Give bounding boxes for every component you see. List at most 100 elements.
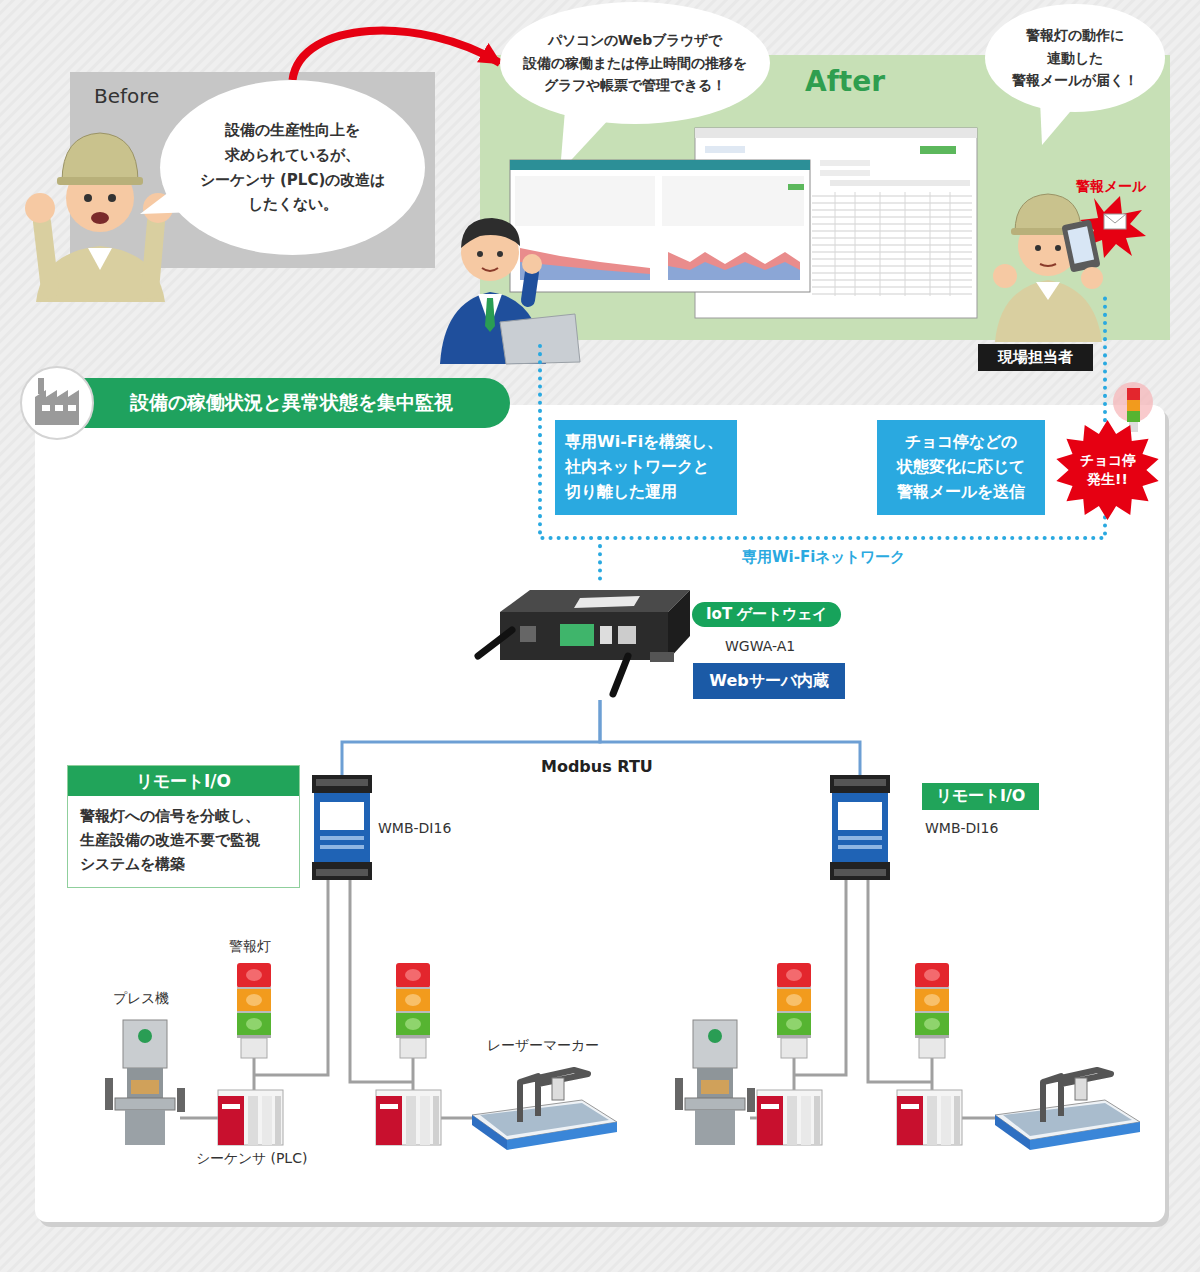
site-worker [1104,214,1126,229]
illustration [777,963,811,1058]
speech-bubble: 設備の生産性向上を 求められているが、 シーケンサ (PLC)の改造は したくな… [160,80,425,255]
bus-label: Modbus RTU [541,757,653,776]
part-label: シーケンサ (PLC) [196,1150,307,1168]
worried-worker [57,177,143,185]
gateway-device [600,626,612,644]
illustration [376,1090,441,1145]
illustration [218,1090,283,1145]
illustration [757,1090,822,1145]
panel-alarm-lamp [1113,382,1153,422]
alert-label: 警報メール [1076,178,1146,196]
signal-wire [750,1117,757,1120]
gateway-device [613,656,628,694]
illustration [237,963,271,1058]
info-box: チョコ停などの 状態変化に応じて 警報メールを送信 [877,420,1045,515]
illustration [312,775,372,880]
web-screen-table [705,146,745,153]
web-screen-chart [668,262,800,280]
heading-band [35,390,79,425]
panel-title: After [805,65,885,98]
gateway-device [574,596,640,608]
office-worker [500,314,580,364]
wifi-link [540,292,1105,584]
signal-wire [931,1058,934,1090]
model-number: WMB-DI16 [925,820,998,836]
illustration [995,1070,1140,1150]
illustration [675,1020,755,1145]
web-screen-chart [520,248,650,280]
speech-bubble: 警報灯の動作に 連動した 警報メールが届く！ [985,4,1165,112]
bubble-text: パソコンのWebブラウザで 設備の稼働または停止時間の推移を グラフや帳票で管理… [519,29,751,96]
site-worker [1104,214,1126,223]
gateway-device [500,590,690,612]
illustration [915,963,949,1058]
monitoring-panel-fill [35,405,1165,1222]
panel-alarm-lamp [1127,411,1140,422]
flow-arrow [293,31,501,80]
alert-burst: チョコ停 発生!! [1055,420,1160,520]
office-worker [461,218,520,248]
feature-tag: Webサーバ内蔵 [693,663,845,699]
office-worker [440,218,580,364]
iot-gateway: IoT ゲートウェイWGWA-A1Webサーバ内蔵 [480,575,720,700]
web-screen-chart [510,160,810,170]
part-label: レーザーマーカー [487,1037,599,1055]
device-type: IoT ゲートウェイ [692,602,841,627]
note-heading: リモートI/O [68,766,299,796]
office-worker [485,298,495,332]
heading-band [21,367,510,439]
part-label: プレス機 [113,990,169,1008]
panel-alarm-lamp [1113,382,1153,432]
office-worker [522,254,542,274]
device-type: リモートI/O [922,783,1039,810]
worried-worker [91,212,109,224]
site-worker [1067,226,1094,263]
panel-alarm-lamp [1127,400,1140,411]
section-heading: 設備の稼働状況と異常状態を集中監視 [130,375,453,430]
site-worker [995,280,1102,342]
illustration [897,1090,962,1145]
gateway-device [668,590,690,660]
office-worker [477,251,483,257]
signal-wire [180,880,1010,1118]
gateway-device [650,652,674,662]
network-label: 専用Wi-Fiネットワーク [742,548,905,567]
worried-worker [25,193,55,223]
burst-shape [1056,420,1158,520]
web-screen-table [830,180,970,186]
alert-text: チョコ停 発生!! [1076,451,1140,489]
site-worker [993,194,1146,342]
model-number: WGWA-A1 [725,638,795,654]
illustration [105,1020,185,1145]
web-screen-table [812,196,972,294]
role-name: 現場担当者 [998,348,1073,367]
site-worker [1035,245,1041,251]
worried-worker [88,248,112,270]
model-number: WMB-DI16 [378,820,451,836]
web-screen-chart [515,176,655,226]
note-text: 警報灯への信号を分岐し、 生産設備の改造不要で監視 システムを構築 [68,796,299,884]
before-panel: Before 設備の生産性向上を 求められているが、 シーケンサ (PLC)の改造… [70,72,435,268]
role-tag: 現場担当者 [978,344,1093,371]
monitoring-panel: 設備の稼働状況と異常状態を集中監視専用Wi-Fiを構築し、 社内ネットワークと … [35,405,1165,1222]
gateway-device [618,626,636,644]
heading-band [38,378,44,394]
gateway-device [478,630,512,656]
panel-title: Before [94,84,159,108]
remote-io-module: WMB-DI16 [312,775,372,880]
worried-worker [108,194,116,202]
gateway-device [478,590,690,694]
info-box: 専用Wi-Fiを構築し、 社内ネットワークと 切り離した運用 [555,420,737,515]
illustration [472,1070,617,1150]
bubble-text: 設備の生産性向上を 求められているが、 シーケンサ (PLC)の改造は したくな… [193,118,393,217]
web-screen-table [820,170,870,176]
worried-worker [84,194,92,202]
part-label: 警報灯 [229,938,271,956]
web-screen-table [820,160,870,166]
speech-bubble: パソコンのWebブラウザで 設備の稼働または停止時間の推移を グラフや帳票で管理… [500,2,770,124]
remote-io-module: リモートI/OWMB-DI16 [830,775,890,880]
site-worker [1081,267,1103,289]
heading-band [55,405,63,411]
